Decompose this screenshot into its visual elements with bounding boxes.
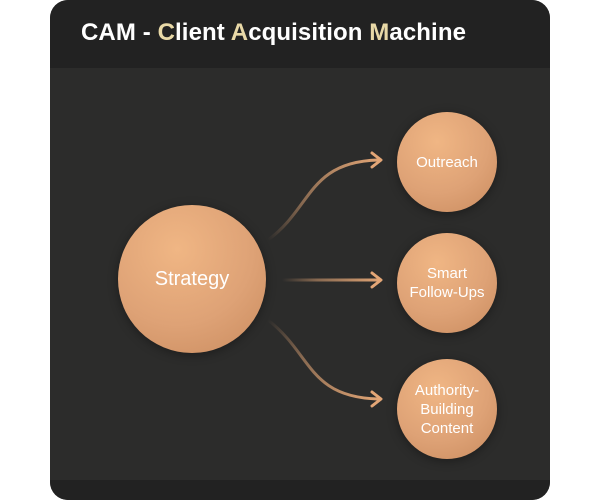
arrow-to-smart-follow-ups [280, 271, 383, 289]
card-title: CAM - Client Acquisition Machine [81, 19, 466, 47]
title-highlight-letter: M [369, 19, 390, 46]
card-header: CAM - Client Acquisition Machine [50, 0, 550, 68]
diagram-card: CAM - Client Acquisition Machine [50, 0, 550, 500]
title-part: cquisition [248, 19, 370, 46]
strategy-node: Strategy [118, 205, 266, 353]
outreach-label: Outreach [416, 153, 478, 171]
strategy-label: Strategy [154, 267, 230, 290]
authority-building-content-label: Authority- Building Content [414, 381, 480, 437]
title-part: lient [175, 19, 231, 46]
smart-follow-ups-node: Smart Follow-Ups [397, 233, 497, 333]
card-footer [50, 480, 550, 500]
title-part: achine [389, 19, 467, 46]
title-highlight-letter: C [157, 19, 176, 46]
connector-arrows [266, 151, 383, 408]
title-highlight-letter: A [230, 19, 249, 46]
authority-building-content-node: Authority- Building Content [397, 359, 497, 459]
smart-follow-ups-label: Smart Follow-Ups [409, 265, 485, 301]
outreach-node: Outreach [397, 112, 497, 212]
title-part: CAM - [81, 19, 158, 46]
arrow-to-outreach [266, 151, 383, 242]
arrow-to-authority-building-content [266, 318, 383, 408]
diagram: Strategy Outreach Smart Follow-Ups Autho… [50, 0, 550, 500]
